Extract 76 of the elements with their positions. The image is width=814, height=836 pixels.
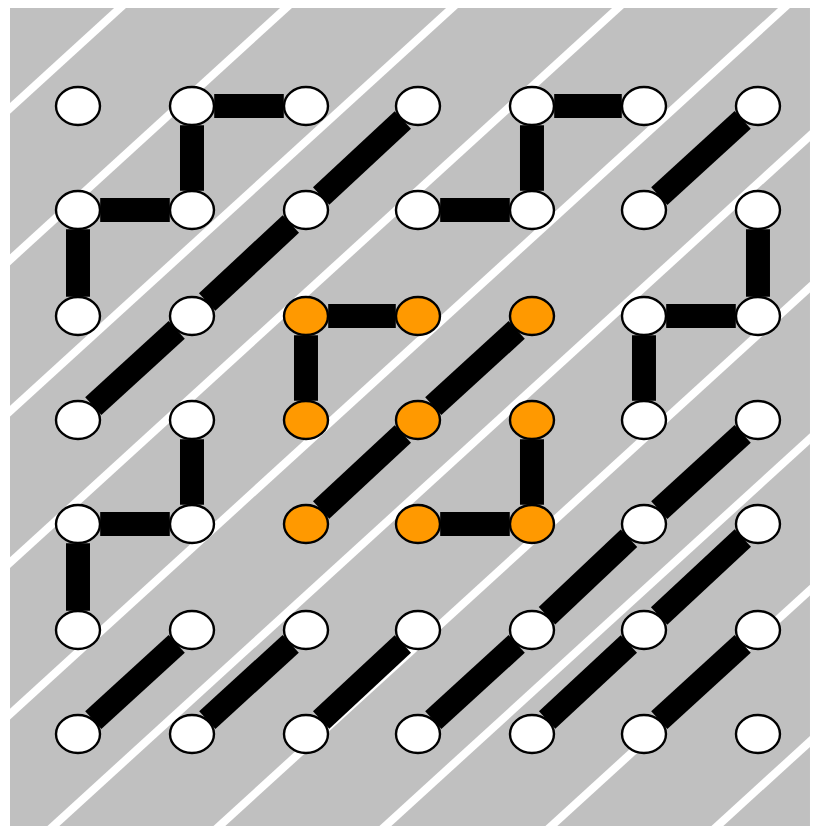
link-bar [66, 543, 90, 611]
link-bar [440, 198, 510, 222]
circle [168, 399, 216, 441]
circle [394, 609, 442, 651]
link-bar [520, 125, 544, 191]
circle [508, 85, 556, 127]
link-bar [199, 635, 299, 729]
link-bar [650, 529, 751, 625]
circle [54, 503, 102, 545]
circle [394, 85, 442, 127]
link-bar [214, 94, 284, 118]
circle [282, 609, 330, 651]
link-bar [294, 335, 318, 401]
circle [620, 399, 668, 441]
link-bar [651, 635, 751, 729]
circle [168, 85, 216, 127]
circle [168, 189, 216, 231]
link-bar [425, 321, 525, 415]
circle [54, 399, 102, 441]
circle [168, 713, 216, 755]
circle [282, 399, 330, 441]
circle [394, 713, 442, 755]
circle [54, 295, 102, 337]
circle [620, 189, 668, 231]
circle [508, 189, 556, 231]
link-bar [425, 635, 525, 729]
circle [620, 713, 668, 755]
link-bar [100, 512, 170, 536]
circle [394, 189, 442, 231]
circle [282, 503, 330, 545]
circle [282, 189, 330, 231]
circle [734, 295, 782, 337]
circle [734, 713, 782, 755]
circle [168, 503, 216, 545]
link-bar [328, 304, 396, 328]
link-bar [66, 229, 90, 297]
circle [168, 295, 216, 337]
circle [734, 399, 782, 441]
circle [508, 503, 556, 545]
circle [620, 503, 668, 545]
link-bar [538, 529, 638, 625]
circle [54, 189, 102, 231]
circle [394, 399, 442, 441]
circle [620, 609, 668, 651]
circle [54, 85, 102, 127]
link-bar [180, 439, 204, 505]
circle [734, 503, 782, 545]
link-bar [746, 229, 770, 297]
circle [734, 85, 782, 127]
circle [282, 713, 330, 755]
link-bar [440, 512, 510, 536]
link-bar [632, 335, 656, 401]
circle [620, 295, 668, 337]
circle [508, 713, 556, 755]
circle [508, 295, 556, 337]
link-bar [312, 635, 412, 729]
circle [54, 713, 102, 755]
link-bar [538, 635, 638, 729]
link-bar [554, 94, 622, 118]
circle [508, 399, 556, 441]
link-bar [180, 125, 204, 191]
circle [168, 609, 216, 651]
link-bar [666, 304, 736, 328]
circle [394, 295, 442, 337]
circle [282, 85, 330, 127]
link-bar [520, 439, 544, 505]
link-bar [100, 198, 170, 222]
circle [282, 295, 330, 337]
circle [394, 503, 442, 545]
circle [508, 609, 556, 651]
circle [54, 609, 102, 651]
circle [620, 85, 668, 127]
link-bar [85, 635, 185, 729]
link-bar [198, 215, 300, 311]
circle [734, 189, 782, 231]
circle [734, 609, 782, 651]
